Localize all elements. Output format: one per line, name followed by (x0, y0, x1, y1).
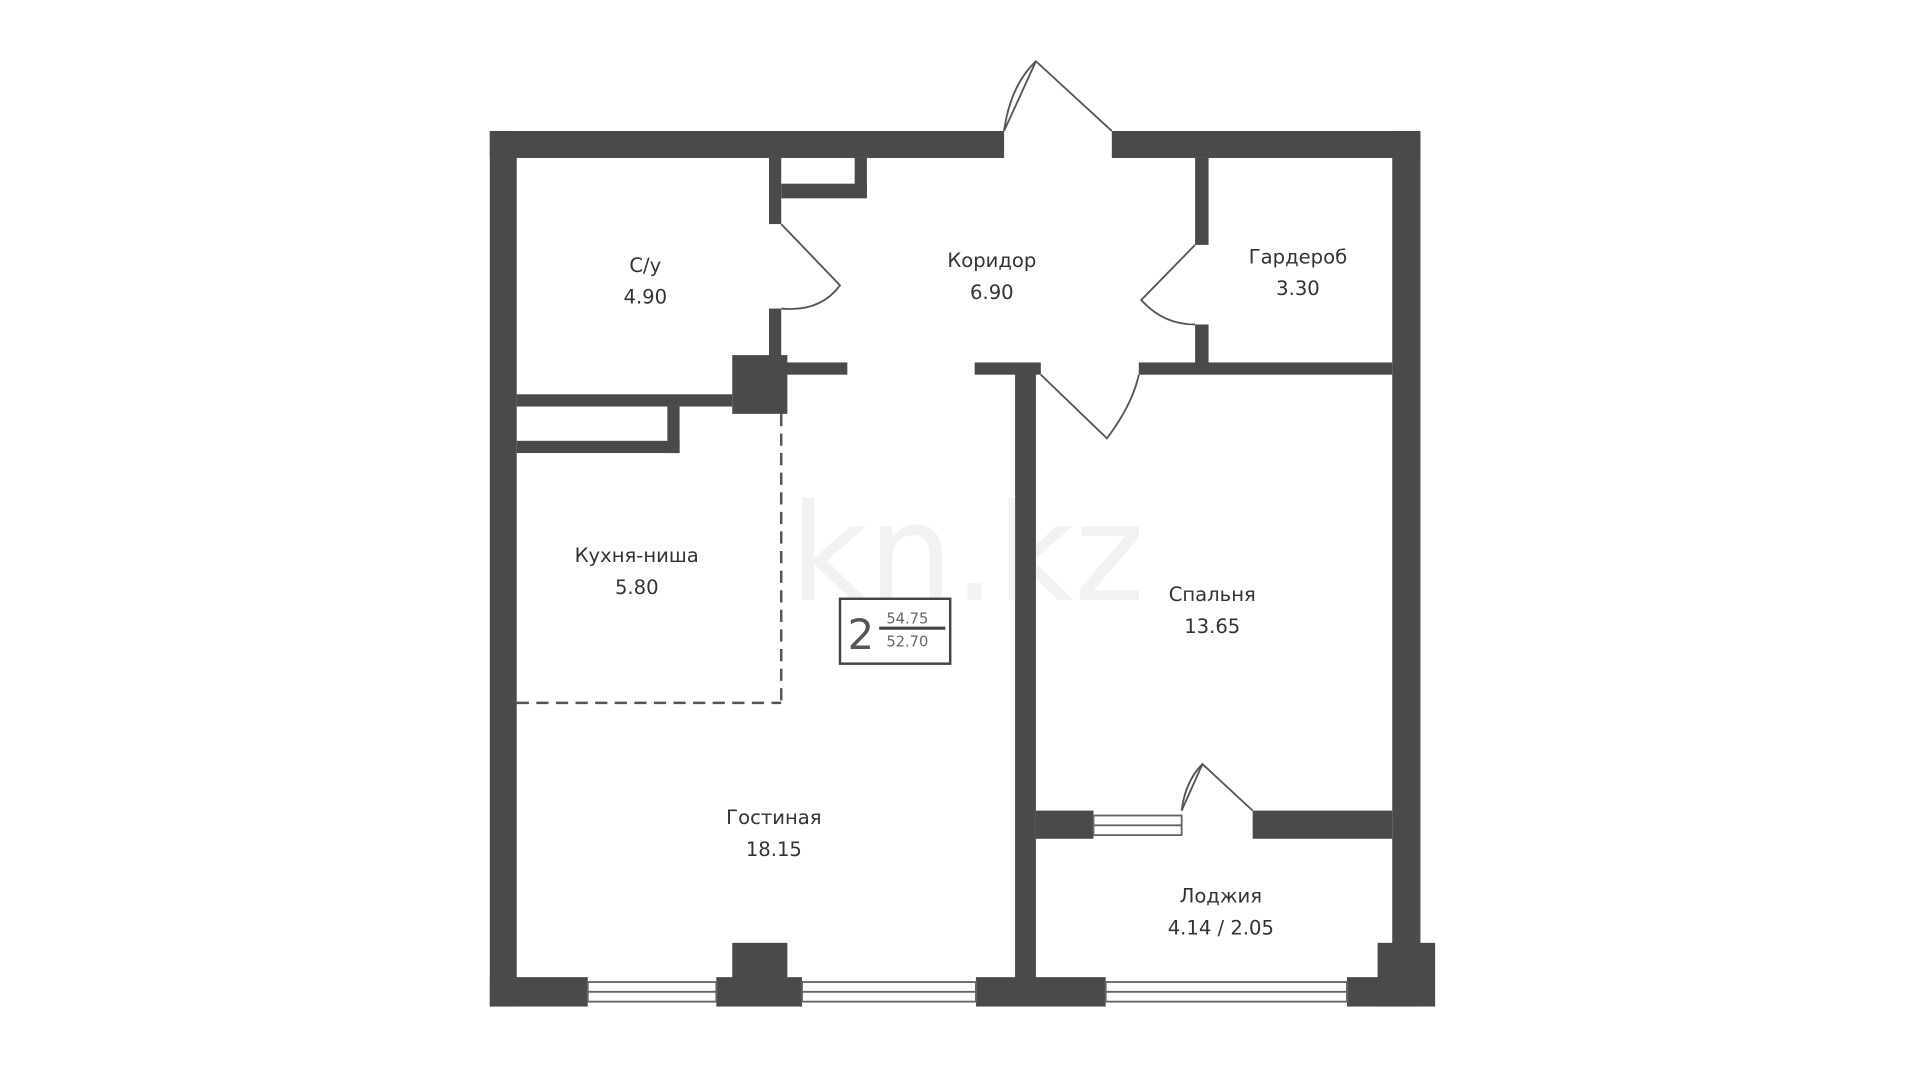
room-name: Лоджия (1180, 884, 1262, 907)
room-name: Спальня (1169, 583, 1256, 606)
room-area: 4.90 (624, 286, 668, 309)
room-area: 4.14 / 2.05 (1168, 916, 1274, 939)
room-kitchen: Кухня-ниша 5.80 (575, 544, 699, 599)
room-name: Коридор (947, 249, 1036, 272)
room-name: Гостиная (726, 806, 821, 829)
room-area: 5.80 (615, 576, 659, 599)
kitchen-boundary (516, 413, 783, 705)
room-name: Кухня-ниша (575, 544, 699, 567)
room-area: 3.30 (1276, 277, 1320, 300)
room-area: 13.65 (1184, 615, 1240, 638)
apartment-badge: 2 54.75 52.70 (838, 597, 952, 665)
room-loggia: Лоджия 4.14 / 2.05 (1168, 884, 1274, 939)
room-living: Гостиная 18.15 (726, 806, 821, 861)
room-corridor: Коридор 6.90 (947, 249, 1036, 304)
total-area: 54.75 (886, 610, 928, 627)
room-name: С/у (629, 254, 661, 277)
room-area: 6.90 (970, 281, 1014, 304)
room-area: 18.15 (746, 838, 802, 861)
room-bedroom: Спальня 13.65 (1169, 583, 1256, 638)
living-area: 52.70 (886, 634, 928, 651)
room-bathroom: С/у 4.90 (624, 254, 668, 309)
doors (780, 59, 1254, 812)
windows (586, 814, 1348, 1003)
room-count: 2 (848, 610, 874, 659)
walls (489, 131, 1436, 1007)
room-name: Гардероб (1249, 245, 1347, 268)
room-wardrobe: Гардероб 3.30 (1249, 245, 1347, 300)
